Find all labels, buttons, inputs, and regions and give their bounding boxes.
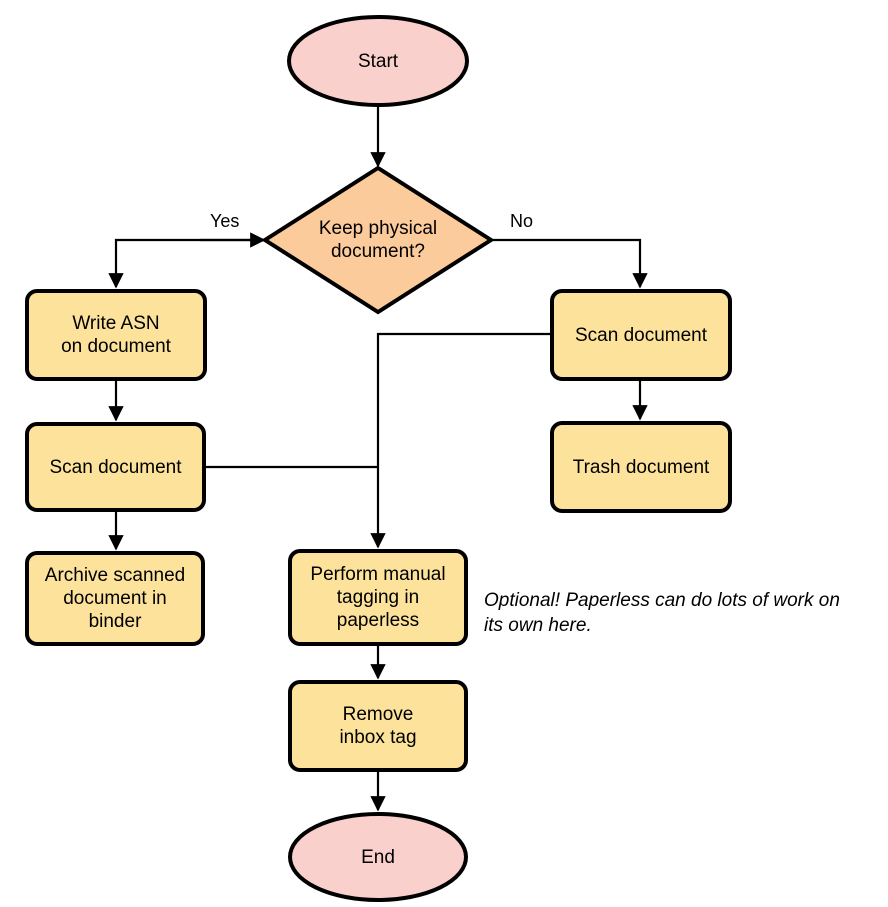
node-archive-scanned-document[interactable] <box>25 551 205 646</box>
edge-label-no: No <box>510 211 534 231</box>
note-optional-paperless: Optional! Paperless can do lots of work … <box>484 590 840 636</box>
node-scan-document-right[interactable] <box>550 289 732 381</box>
node-decision-keep-physical-document[interactable] <box>261 165 495 315</box>
node-end[interactable] <box>288 812 468 902</box>
edge-scan-right-to-tagging <box>370 332 551 549</box>
node-remove-inbox-tag[interactable] <box>288 680 468 772</box>
node-perform-manual-tagging[interactable] <box>288 549 468 646</box>
node-scan-document-left[interactable] <box>25 422 206 512</box>
edge-decision-no-to-scan-right <box>491 238 648 289</box>
edge-decision-yes-to-write-asn <box>108 238 265 289</box>
node-write-asn-on-document[interactable] <box>25 289 207 381</box>
node-trash-document[interactable] <box>550 421 732 513</box>
edge-label-yes: Yes <box>210 211 240 231</box>
node-start[interactable] <box>287 15 469 107</box>
